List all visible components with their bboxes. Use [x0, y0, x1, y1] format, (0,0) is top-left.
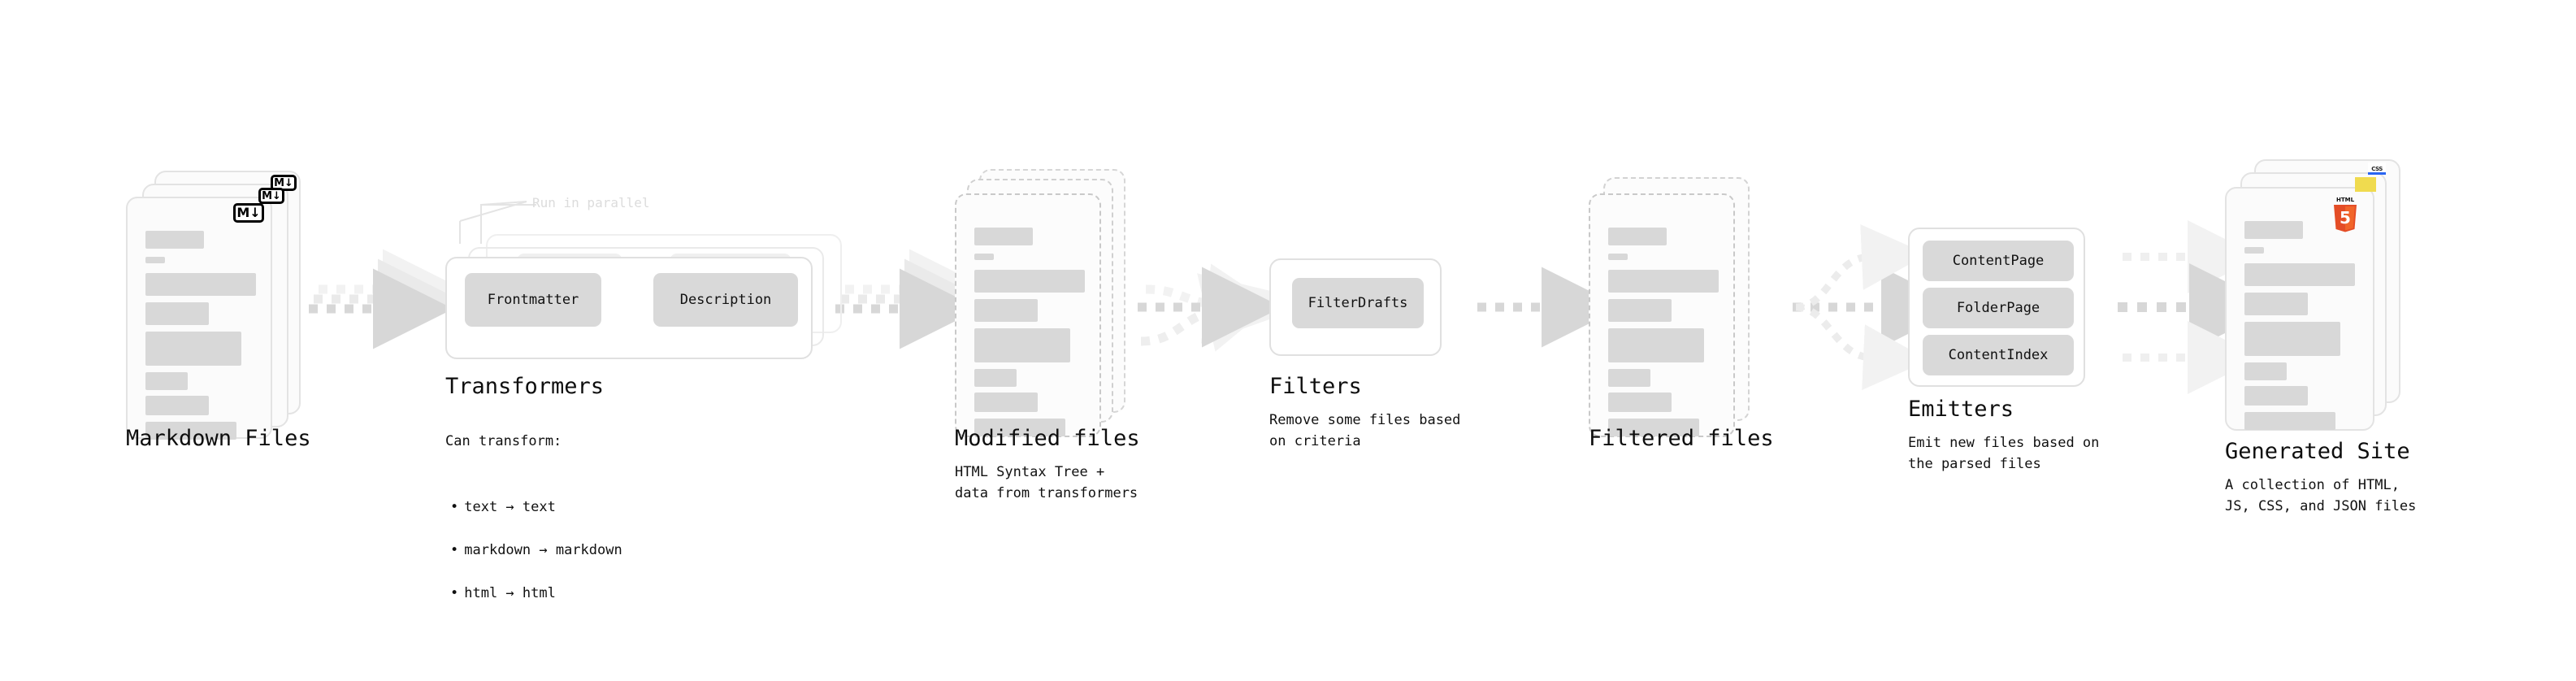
skeleton-bar — [1608, 419, 1699, 436]
modified-card-front — [955, 193, 1101, 437]
page-title: Transformers — [445, 374, 605, 399]
filtered-card-front — [1589, 193, 1735, 437]
list-item: html → html — [445, 583, 622, 604]
markdown-logo-arrow: ↓ — [249, 205, 261, 220]
skeleton-bar — [1608, 228, 1667, 245]
list-item: text → text — [445, 497, 622, 518]
modified-files-stack — [955, 169, 1142, 445]
filters-box: FilterDrafts — [1269, 258, 1442, 356]
skeleton-bar — [974, 270, 1085, 293]
skeleton-bar — [1608, 270, 1719, 293]
markdown-logo-m: M — [236, 205, 250, 220]
css-logo-bar — [2368, 172, 2386, 175]
css-logo-text: CSS — [2371, 166, 2383, 172]
skeleton-bar — [145, 273, 256, 296]
js-logo-icon — [2355, 177, 2376, 192]
skeleton-bar — [1608, 254, 1628, 260]
run-in-parallel-label: Run in parallel — [532, 195, 650, 210]
skeleton-bar — [2244, 221, 2303, 239]
emitters-description: Emit new files based on the parsed files — [1908, 435, 2100, 473]
markdown-logo-m: M — [262, 189, 273, 202]
page-title: Filtered files — [1589, 426, 1774, 451]
transformer-pill-frontmatter[interactable]: Frontmatter — [465, 273, 601, 327]
svg-text:5: 5 — [2340, 208, 2351, 228]
skeleton-bar — [2244, 247, 2264, 254]
generated-site-caption: Generated Site A collection of HTML, JS,… — [2225, 439, 2416, 518]
skeleton-bar — [1608, 299, 1672, 322]
modified-files-caption: Modified files HTML Syntax Tree + data f… — [955, 426, 1140, 505]
connector-markdown-to-transformers — [309, 249, 463, 349]
skeleton-bar — [2244, 386, 2308, 406]
skeleton-bar — [145, 257, 165, 263]
skeleton-bar — [974, 393, 1038, 412]
transformers-caption: Transformers Can transform: text → text … — [445, 374, 622, 647]
list-item: markdown → markdown — [445, 540, 622, 561]
generated-site-description: A collection of HTML, JS, CSS, and JSON … — [2225, 477, 2417, 515]
transformers-list: text → text markdown → markdown html → h… — [445, 475, 622, 625]
markdown-files-caption: Markdown Files — [126, 426, 311, 451]
skeleton-bar — [974, 228, 1033, 245]
skeleton-bar — [145, 231, 204, 249]
markdown-card-front — [126, 197, 272, 440]
skeleton-bar — [145, 332, 241, 366]
skeleton-bar — [145, 302, 209, 325]
skeleton-bar — [2244, 362, 2287, 380]
modified-files-description: HTML Syntax Tree + data from transformer… — [955, 464, 1138, 502]
filter-pill-filterdrafts[interactable]: FilterDrafts — [1292, 278, 1424, 328]
skeleton-bar — [974, 328, 1070, 362]
markdown-logo-m: M — [274, 176, 285, 189]
svg-text:HTML: HTML — [2336, 197, 2355, 203]
transformers-box: Frontmatter Description — [445, 257, 813, 359]
filtered-files-caption: Filtered files — [1589, 426, 1774, 451]
emitter-pill-contentpage[interactable]: ContentPage — [1923, 241, 2074, 281]
skeleton-bar — [974, 254, 994, 260]
skeleton-bar — [2244, 412, 2335, 430]
html5-logo-icon: HTML 5 — [2329, 195, 2361, 232]
skeleton-bar — [2244, 322, 2340, 356]
connector-filtered-to-emitters — [1793, 223, 1962, 391]
skeleton-bar — [145, 422, 236, 440]
skeleton-bar — [145, 396, 209, 415]
markdown-logo-arrow: ↓ — [284, 176, 293, 189]
skeleton-bar — [974, 419, 1065, 436]
page-title: Modified files — [955, 426, 1140, 451]
skeleton-bar — [1608, 393, 1672, 412]
transformers-intro: Can transform: — [445, 433, 562, 450]
css3-logo-icon: CSS — [2368, 163, 2386, 175]
generated-site-stack: CSS HTML 5 — [2225, 159, 2420, 436]
skeleton-bar — [974, 299, 1038, 322]
emitters-box: ContentPage FolderPage ContentIndex — [1908, 228, 2085, 387]
page-title: Filters — [1269, 374, 1362, 399]
connector-emitters-to-site — [2118, 220, 2277, 394]
transformers-description: Can transform: text → text markdown → ma… — [445, 410, 622, 647]
page-title: Generated Site — [2225, 439, 2410, 464]
emitters-caption: Emitters Emit new files based on the par… — [1908, 397, 2099, 475]
markdown-files-stack: M↓ M↓ M↓ — [126, 171, 313, 440]
skeleton-bar — [2244, 293, 2308, 315]
page-title: Emitters — [1908, 397, 2014, 422]
page-title: Markdown Files — [126, 426, 311, 451]
skeleton-bar — [974, 369, 1017, 387]
skeleton-bar — [2244, 263, 2355, 286]
filters-description: Remove some files based on criteria — [1269, 412, 1461, 450]
connector-modified-to-filters — [1138, 263, 1286, 352]
skeleton-bar — [1608, 328, 1704, 362]
site-card-front — [2225, 187, 2374, 431]
transformers-group: Frontmatter Description — [445, 234, 852, 359]
markdown-logo-icon: M↓ — [271, 175, 297, 191]
transformer-pill-description[interactable]: Description — [653, 273, 798, 327]
emitter-pill-folderpage[interactable]: FolderPage — [1923, 288, 2074, 328]
filters-caption: Filters Remove some files based on crite… — [1269, 374, 1460, 453]
emitter-pill-contentindex[interactable]: ContentIndex — [1923, 335, 2074, 375]
markdown-logo-arrow: ↓ — [272, 189, 281, 202]
markdown-logo-icon: M↓ — [258, 188, 284, 204]
markdown-logo-icon: M↓ — [233, 203, 264, 223]
filtered-files-stack — [1589, 177, 1776, 445]
skeleton-bar — [1608, 369, 1650, 387]
skeleton-bar — [145, 372, 188, 390]
